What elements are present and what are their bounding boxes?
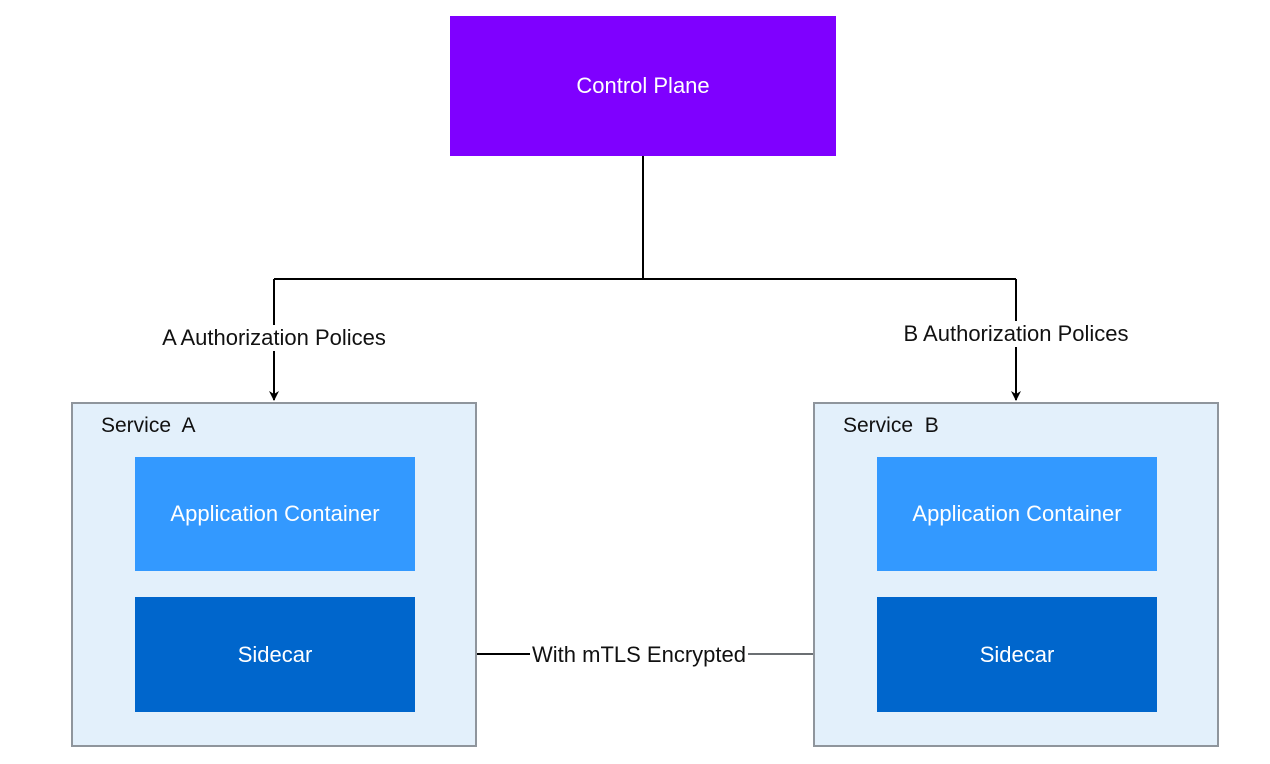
policy-a-label: A Authorization Polices: [160, 325, 388, 351]
mtls-label: With mTLS Encrypted: [530, 642, 748, 668]
service-b-title: Service B: [843, 414, 939, 437]
service-a-title: Service A: [101, 414, 196, 437]
service-b-sidecar-label: Sidecar: [979, 641, 1055, 667]
control-plane-box: Control Plane: [450, 16, 836, 156]
service-a-container: Service A Application Container Sidecar: [71, 402, 477, 747]
service-b-application-container: Application Container: [877, 457, 1157, 571]
service-a-sidecar-label: Sidecar: [237, 641, 313, 667]
service-a-sidecar: Sidecar: [135, 597, 415, 712]
service-b-application-label: Application Container: [912, 501, 1122, 526]
policy-b-label: B Authorization Polices: [901, 321, 1131, 347]
service-a-application-container: Application Container: [135, 457, 415, 571]
service-a-application-label: Application Container: [170, 501, 380, 526]
service-b-container: Service B Application Container Sidecar: [813, 402, 1219, 747]
service-b-sidecar: Sidecar: [877, 597, 1157, 712]
control-plane-label: Control Plane: [576, 73, 710, 98]
